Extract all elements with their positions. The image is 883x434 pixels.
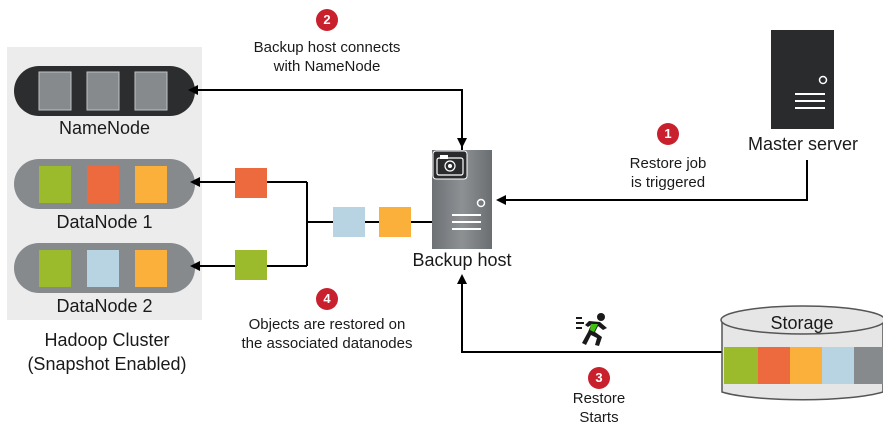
step-4-line1: Objects are restored on [248, 316, 406, 333]
datanode-2 [14, 243, 195, 293]
step-2-line1: Backup host connects [253, 39, 401, 56]
connector-master-to-backup [496, 160, 808, 205]
object-yellow [379, 207, 411, 237]
object-green [235, 250, 267, 280]
datanode-2-label: DataNode 2 [56, 296, 153, 316]
step-2-line2: with NameNode [273, 58, 381, 75]
step-3-badge: 3 [588, 367, 610, 389]
step-1-line2: is triggered [630, 174, 706, 191]
master-server-label: Master server [747, 134, 859, 154]
step-3-line2: Starts [579, 409, 619, 426]
step-1-line1: Restore job [629, 155, 707, 172]
master-server [771, 30, 834, 129]
step-1-badge: 1 [657, 123, 679, 145]
storage-cylinder [720, 305, 883, 401]
namenode-label: NameNode [58, 118, 151, 138]
step-4-badge: 4 [316, 288, 338, 310]
storage-label: Storage [770, 313, 834, 333]
datanode-1-label: DataNode 1 [56, 212, 153, 232]
step-3-line1: Restore [572, 390, 626, 407]
backup-host-server [432, 150, 492, 249]
cluster-title-line2: (Snapshot Enabled) [27, 354, 187, 374]
runner-icon [576, 313, 607, 346]
snapshot-camera-icon [432, 150, 468, 180]
namenode [14, 66, 195, 116]
connector-backup-to-namenode [188, 85, 463, 150]
object-lightblue [333, 207, 365, 237]
step-2-badge: 2 [316, 9, 338, 31]
connector-storage-to-backup [457, 274, 722, 353]
cluster-title-line1: Hadoop Cluster [44, 330, 170, 350]
datanode-1 [14, 159, 195, 209]
object-orange [235, 168, 267, 198]
step-4-line2: the associated datanodes [241, 335, 413, 352]
backup-host-label: Backup host [412, 250, 512, 270]
